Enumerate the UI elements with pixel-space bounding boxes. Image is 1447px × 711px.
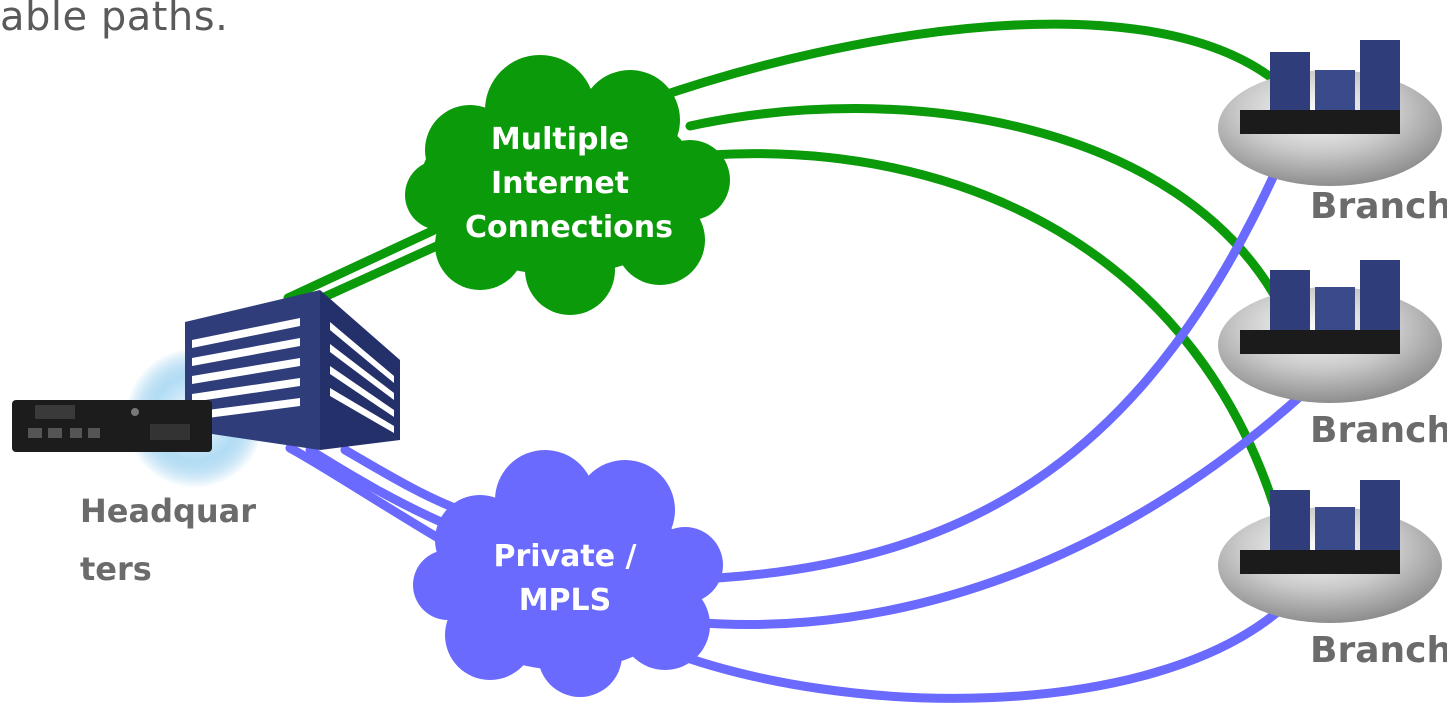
private-link-hq-1 <box>285 443 455 550</box>
internet-cloud-icon <box>405 55 730 315</box>
internet-link-hq-2 <box>317 235 455 303</box>
hq-appliance-icon <box>12 400 212 452</box>
private-cloud-label-line-2: MPLS <box>518 583 612 618</box>
private-link-branch-3 <box>660 605 1285 703</box>
internet-link-branch-3 <box>705 149 1285 530</box>
private-cloud-label-line-1: Private / <box>493 539 637 574</box>
headquarters-label: Headquar ters <box>80 482 260 598</box>
headquarters-label-line-2: ters <box>80 550 152 588</box>
internet-link-hq-1 <box>283 220 450 303</box>
branch-label-2: Branch <box>1310 410 1447 451</box>
internet-link-branch-2 <box>685 104 1285 310</box>
private-link-branch-1 <box>713 157 1285 583</box>
internet-cloud-label-line-1: Multiple <box>490 122 630 157</box>
internet-cloud-label: Multiple Internet Connections <box>465 118 673 250</box>
internet-links <box>283 19 1285 530</box>
branch-site-3-icon <box>1218 480 1442 623</box>
private-link-hq-3 <box>340 445 465 515</box>
private-cloud-icon <box>413 450 723 697</box>
internet-cloud-label-line-3: Connections <box>465 210 673 245</box>
internet-link-branch-1 <box>645 19 1282 105</box>
headquarters-label-line-1: Headquar <box>80 492 257 530</box>
private-cloud-label: Private / MPLS <box>480 535 650 623</box>
private-link-hq-2 <box>305 445 460 533</box>
branch-site-1-icon <box>1218 40 1442 186</box>
branch-label-1: Branch <box>1310 186 1447 227</box>
hq-building-icon <box>185 290 400 450</box>
private-link-branch-2 <box>685 387 1310 629</box>
internet-cloud-label-line-2: Internet <box>490 166 630 201</box>
branch-label-3: Branch <box>1310 630 1447 671</box>
private-links <box>285 157 1310 703</box>
title-fragment: able paths. <box>0 0 229 40</box>
branch-site-2-icon <box>1218 260 1442 403</box>
